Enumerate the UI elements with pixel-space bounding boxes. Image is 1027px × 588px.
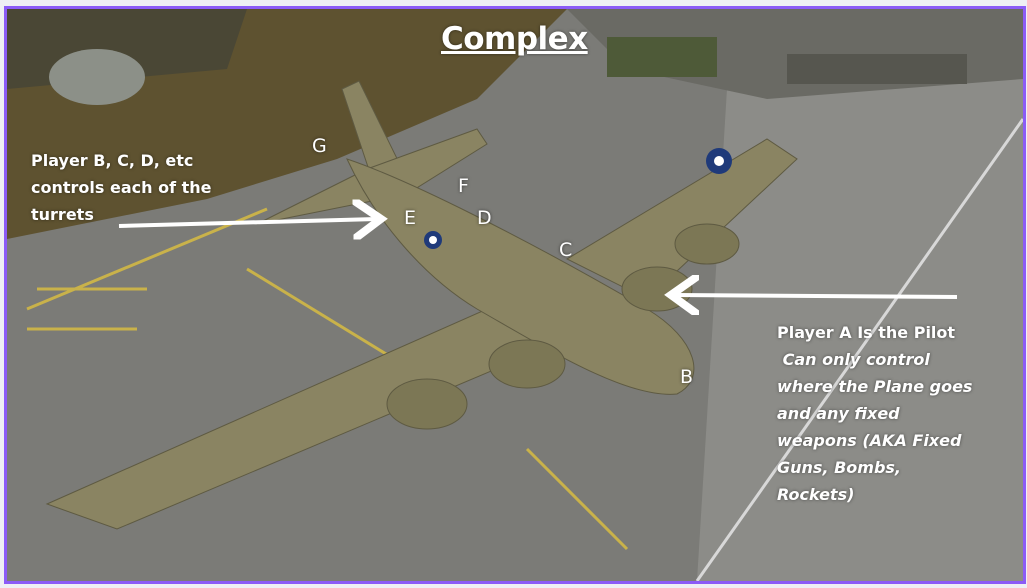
turret-marker-c: C	[559, 239, 573, 261]
b17-bomber	[45, 80, 798, 530]
pilot-note-heading: Player A Is the Pilot	[777, 323, 956, 342]
note-line: turrets	[31, 205, 94, 224]
engine	[674, 223, 740, 265]
runway-line	[695, 118, 1023, 581]
note-line: Player B, C, D, etc	[31, 151, 194, 170]
turret-marker-g: G	[312, 135, 327, 157]
engine	[488, 339, 566, 389]
note-line: where the Plane goes	[777, 377, 973, 396]
turret-marker-b: B	[680, 366, 694, 388]
turret-marker-f: F	[458, 175, 469, 197]
note-line: Can only control	[777, 350, 930, 369]
fuselage	[346, 158, 695, 395]
right-wing	[565, 138, 798, 300]
engine	[621, 266, 693, 312]
note-line: Guns, Bombs,	[777, 458, 901, 477]
turret-players-note: Player B, C, D, etc controls each of the…	[31, 147, 261, 228]
pilot-arrow	[675, 295, 958, 297]
annotated-image-frame: Complex Player B, C, D, etc controls eac…	[4, 6, 1026, 584]
note-line: Rockets)	[777, 485, 855, 504]
aircraft-scene-image	[7, 9, 1023, 581]
turret-marker-d: D	[477, 207, 492, 229]
note-line: controls each of the	[31, 178, 212, 197]
pilot-note: Player A Is the Pilot Can only control w…	[777, 319, 1017, 508]
turret-marker-e: E	[404, 207, 417, 229]
note-line: weapons (AKA Fixed	[777, 431, 962, 450]
tarmac-right	[697, 69, 1023, 581]
turret-arrow	[118, 219, 377, 226]
page-title: Complex	[441, 21, 588, 57]
engine	[386, 378, 468, 430]
rock	[49, 49, 145, 105]
note-line: and any fixed	[777, 404, 900, 423]
